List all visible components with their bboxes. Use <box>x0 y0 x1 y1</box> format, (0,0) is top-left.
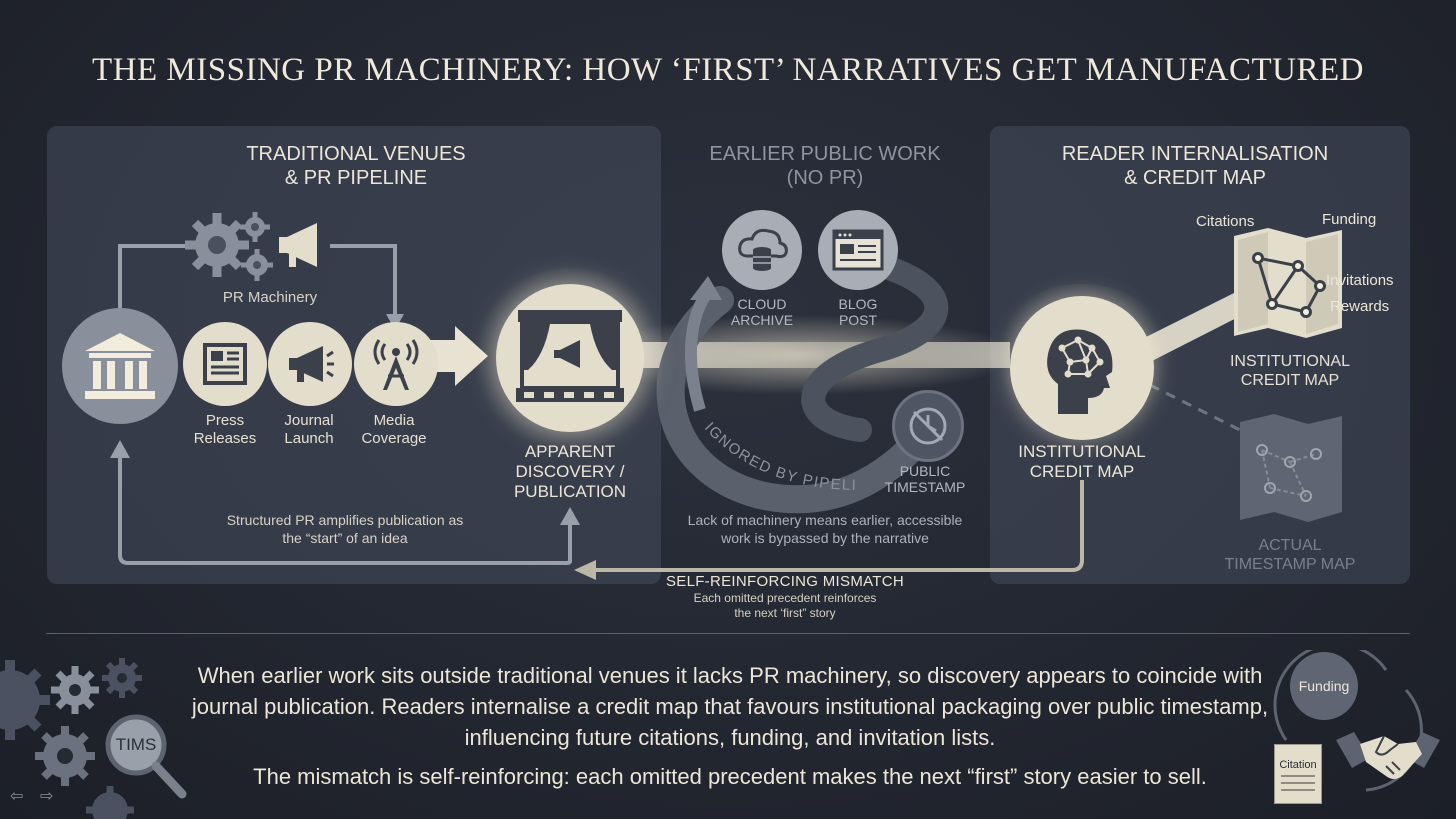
media-label-1: Media <box>373 412 415 429</box>
left-panel-title: TRADITIONAL VENUES & PR PIPELINE <box>170 142 542 190</box>
document-icon: Citation <box>1274 744 1322 804</box>
left-title-line1: TRADITIONAL VENUES <box>246 143 466 165</box>
ignored-pipeline-path <box>656 286 944 514</box>
antenna-icon <box>373 339 419 390</box>
institutional-credit-map-label: INSTITUTIONAL CREDIT MAP <box>1002 442 1162 482</box>
megaphone-icon <box>289 346 334 382</box>
mismatch-block: SELF-REINFORCING MISMATCH Each omitted p… <box>640 573 930 621</box>
handshake-icon <box>1336 732 1440 779</box>
cloud-archive-circle <box>722 210 802 290</box>
stage-icon <box>516 310 624 402</box>
journal-label-2: Launch <box>284 430 334 447</box>
public-timestamp-label: PUBLIC TIMESTAMP <box>870 463 980 495</box>
journal-launch-circle <box>268 322 352 406</box>
bottom-paragraph-2: The mismatch is self-reinforcing: each o… <box>253 764 1207 789</box>
mismatch-line-2: the next ‘first” story <box>734 606 836 620</box>
inst-map-line-1: INSTITUTIONAL <box>1229 353 1350 370</box>
middle-title-line1: EARLIER PUBLIC WORK <box>709 143 941 165</box>
media-coverage-circle <box>354 322 438 406</box>
funding-label: Funding <box>1322 211 1377 228</box>
invitations-label: Invitations <box>1326 272 1394 289</box>
map-icon <box>1240 414 1342 522</box>
funding-badge-label: Funding <box>1298 678 1350 694</box>
brain-icon <box>1047 329 1113 414</box>
middle-panel-title: EARLIER PUBLIC WORK (NO PR) <box>680 142 970 190</box>
mismatch-line-1: Each omitted precedent reinforces <box>693 591 877 605</box>
right-title-line1: READER INTERNALISATION <box>1061 143 1329 165</box>
blog-label-2: POST <box>838 312 878 328</box>
clock-icon <box>909 407 947 445</box>
press-releases-label: Press Releases <box>176 412 274 448</box>
actual-timestamp-map-label: ACTUAL TIMESTAMP MAP <box>1210 536 1370 574</box>
public-timestamp-circle <box>892 390 964 462</box>
feedback-loop <box>590 480 1084 572</box>
apparent-discovery-label: APPARENT DISCOVERY / PUBLICATION <box>490 442 650 502</box>
pipeline-arrow <box>430 326 488 386</box>
head-label-2: CREDIT MAP <box>1029 462 1135 481</box>
reader-head-circle <box>1010 296 1154 440</box>
bottom-paragraph: When earlier work sits outside tradition… <box>191 663 1269 750</box>
right-panel-title: READER INTERNALISATION & CREDIT MAP <box>1030 142 1360 190</box>
middle-panel-caption: Lack of machinery means earlier, accessi… <box>660 511 990 547</box>
right-title-line2: & CREDIT MAP <box>1124 167 1266 189</box>
left-title-line2: & PR PIPELINE <box>284 167 428 189</box>
megaphone-icon <box>279 223 317 267</box>
cloud-label-2: ARCHIVE <box>730 312 794 328</box>
arrow-right-icon[interactable]: ⇨ <box>40 788 54 805</box>
media-coverage-label: Media Coverage <box>345 412 443 448</box>
gear-icon <box>185 212 317 281</box>
press-label-2: Releases <box>193 430 257 447</box>
journal-label-1: Journal <box>284 412 334 429</box>
page-title: THE MISSING PR MACHINERY: HOW ‘FIRST’ NA… <box>92 52 1364 88</box>
loop-top-connector <box>118 244 185 330</box>
actual-line-2: TIMESTAMP MAP <box>1224 556 1356 573</box>
newspaper-icon <box>203 343 247 385</box>
bank-icon <box>85 333 155 399</box>
timestamp-label-1: PUBLIC <box>899 463 951 479</box>
left-panel-caption: Structured PR amplifies publication as t… <box>150 511 540 547</box>
mismatch-title: SELF-REINFORCING MISMATCH <box>665 573 905 590</box>
blog-post-label: BLOG POST <box>808 296 908 328</box>
media-label-2: Coverage <box>361 430 427 447</box>
timestamp-label-2: TIMESTAMP <box>884 479 966 495</box>
blog-post-circle <box>818 210 898 290</box>
arrow-left-icon[interactable]: ⇦ <box>10 788 24 805</box>
apparent-line-3: PUBLICATION <box>513 482 627 501</box>
cloud-database-icon <box>738 228 788 271</box>
apparent-discovery-circle <box>496 284 644 432</box>
section-divider <box>46 633 1410 634</box>
institutional-map-caption: INSTITUTIONAL CREDIT MAP <box>1210 352 1370 390</box>
press-label-1: Press <box>205 412 245 429</box>
middle-title-line2: (NO PR) <box>786 167 864 189</box>
citation-badge-label: Citation <box>1279 759 1317 771</box>
actual-line-1: ACTUAL <box>1258 537 1322 554</box>
map-icon <box>1234 228 1342 338</box>
cloud-archive-label: CLOUD ARCHIVE <box>712 296 812 328</box>
apparent-line-1: APPARENT <box>524 442 616 461</box>
left-caption-1: Structured PR amplifies publication as <box>226 512 464 528</box>
svg-text:IGNORED BY PIPELINE: IGNORED BY PIPELINE <box>690 420 857 494</box>
blog-label-1: BLOG <box>838 296 878 312</box>
left-caption-2: the “start” of an idea <box>282 530 408 546</box>
journal-launch-label: Journal Launch <box>260 412 358 448</box>
pr-machinery-label: PR Machinery <box>222 289 318 306</box>
gear-icon <box>0 658 187 819</box>
bank-circle <box>62 308 178 424</box>
citations-label: Citations <box>1196 213 1255 230</box>
middle-caption-1: Lack of machinery means earlier, accessi… <box>687 512 963 528</box>
inst-map-line-2: CREDIT MAP <box>1240 372 1340 389</box>
tims-label: TIMS <box>115 735 157 754</box>
head-label-1: INSTITUTIONAL <box>1018 442 1146 461</box>
ignored-by-pipeline-text: IGNORED BY PIPELINE <box>690 420 857 494</box>
apparent-line-2: DISCOVERY / <box>515 462 625 481</box>
browser-icon <box>832 229 884 271</box>
press-releases-circle <box>183 322 267 406</box>
rewards-label: Rewards <box>1330 298 1390 315</box>
cloud-label-1: CLOUD <box>737 296 787 312</box>
magnifier-icon <box>105 714 187 799</box>
funding-badge: Funding <box>1290 652 1358 720</box>
middle-caption-2: work is bypassed by the narrative <box>721 530 929 546</box>
ignored-label: IGNORED BY PIPELINE <box>690 420 856 494</box>
